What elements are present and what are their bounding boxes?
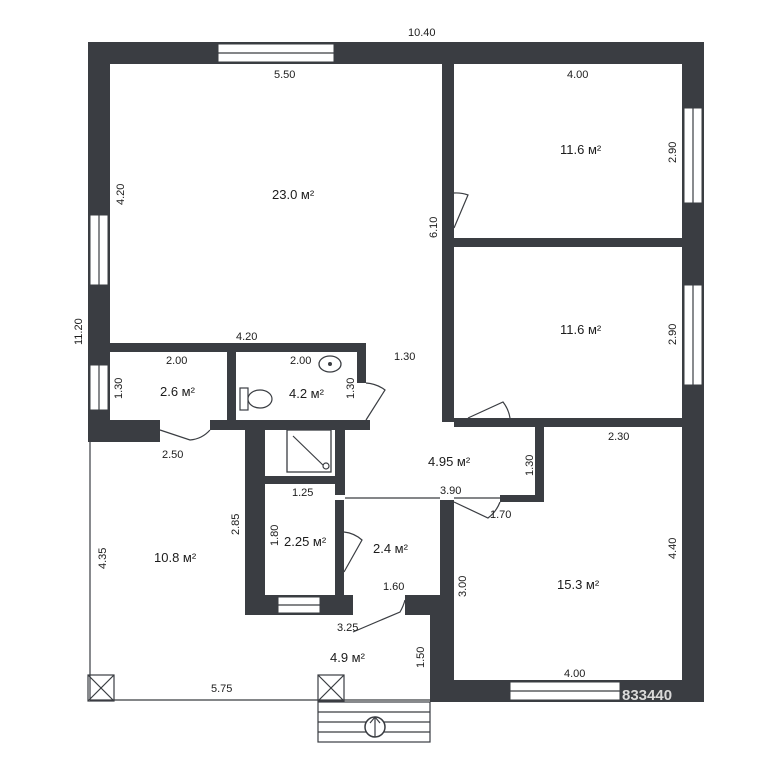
door-pantry bbox=[159, 429, 211, 441]
watermark: 833440 bbox=[622, 687, 672, 704]
dim-small-room-width: 2.00 bbox=[166, 355, 187, 367]
wall-living-right bbox=[442, 64, 454, 422]
shower-icon bbox=[286, 429, 332, 473]
dim-shower-block-width: 1.25 bbox=[292, 487, 313, 499]
wall-pantry-bath bbox=[227, 352, 236, 422]
dim-stair-room-height: 2.85 bbox=[230, 514, 242, 535]
dim-storage-height: 1.80 bbox=[269, 525, 281, 546]
dim-top-left-room: 5.50 bbox=[274, 69, 295, 81]
dim-hall-height: 1.30 bbox=[394, 351, 415, 363]
door-bedroom2 bbox=[467, 401, 511, 419]
wall-hall-right bbox=[535, 425, 544, 500]
dim-right-bottom-door: 1.70 bbox=[490, 509, 511, 521]
wall-bedrooms bbox=[454, 238, 682, 247]
area-entrance: 4.9 м² bbox=[330, 650, 366, 665]
dimension-labels: 10.40 5.50 4.00 4.20 11.20 6.10 2.90 2.9… bbox=[73, 27, 679, 695]
thin-lines bbox=[87, 442, 535, 743]
area-pantry: 2.6 м² bbox=[160, 384, 196, 399]
door-bathroom bbox=[365, 382, 386, 421]
room-areas: 23.0 м² 11.6 м² 11.6 м² 2.6 м² 4.2 м² 4.… bbox=[154, 142, 602, 665]
dim-wc-width: 1.60 bbox=[383, 581, 404, 593]
dim-entrance-width: 3.25 bbox=[337, 622, 358, 634]
area-bathroom: 4.2 м² bbox=[289, 386, 325, 401]
dim-bath-width: 2.00 bbox=[290, 355, 311, 367]
wall-bedroom3-top bbox=[454, 418, 682, 427]
dim-entrance-height: 1.50 bbox=[415, 647, 427, 668]
wall-under-pantry bbox=[88, 420, 160, 442]
fixtures bbox=[239, 355, 342, 473]
walls bbox=[88, 42, 704, 702]
area-wc: 2.4 м² bbox=[373, 541, 409, 556]
column-left bbox=[87, 674, 115, 702]
wall-shower-bottom bbox=[265, 476, 345, 484]
wall-shower-left bbox=[245, 420, 265, 600]
wall-storage-wc bbox=[335, 500, 344, 595]
dim-left-overall: 11.20 bbox=[73, 318, 85, 345]
door-entrance bbox=[352, 599, 406, 633]
dim-top-overall: 10.40 bbox=[408, 27, 436, 39]
dim-left-upper: 4.20 bbox=[115, 184, 127, 205]
door-wc bbox=[343, 531, 363, 573]
dim-right-mid-room: 2.90 bbox=[667, 324, 679, 345]
wall-bath-right bbox=[357, 343, 366, 383]
area-hall: 4.95 м² bbox=[428, 454, 471, 469]
area-bedroom-2: 11.6 м² bbox=[560, 322, 602, 337]
area-storage: 2.25 м² bbox=[284, 534, 327, 549]
dim-right-bottom-bottom: 4.00 bbox=[564, 668, 585, 680]
dim-bath-height: 1.30 bbox=[345, 378, 357, 399]
dim-terrace-height: 4.35 bbox=[97, 548, 109, 569]
toilet-icon bbox=[239, 387, 273, 411]
doors bbox=[159, 192, 511, 633]
column-right bbox=[317, 674, 345, 702]
wall-shower-right bbox=[335, 425, 345, 495]
area-bedroom-1: 11.6 м² bbox=[560, 142, 602, 157]
dim-right-bottom-top: 2.30 bbox=[608, 431, 629, 443]
area-terrace: 10.8 м² bbox=[154, 550, 197, 565]
door-bedroom1 bbox=[453, 192, 469, 229]
wall-living-bottom bbox=[110, 343, 366, 352]
area-bedroom-3: 15.3 м² bbox=[557, 577, 600, 592]
door-bedroom3 bbox=[453, 501, 501, 519]
dim-small-room-height: 1.30 bbox=[113, 378, 125, 399]
wall-under-bath bbox=[210, 420, 370, 430]
dim-right-bottom-height: 4.40 bbox=[667, 538, 679, 559]
dim-right-top-room: 2.90 bbox=[667, 142, 679, 163]
dim-hall-width: 3.90 bbox=[440, 485, 461, 497]
dim-left-door-width: 2.50 bbox=[162, 449, 183, 461]
dim-corridor-vertical: 6.10 bbox=[428, 217, 440, 238]
dim-right-bottom-wall: 3.00 bbox=[457, 576, 469, 597]
dim-living-bottom: 4.20 bbox=[236, 331, 257, 343]
dim-hall-small-height: 1.30 bbox=[524, 455, 536, 476]
area-living: 23.0 м² bbox=[272, 187, 315, 202]
wall-top bbox=[88, 42, 704, 64]
dim-terrace-width: 5.75 bbox=[211, 683, 232, 695]
windows bbox=[89, 43, 703, 701]
dim-top-right-room: 4.00 bbox=[567, 69, 588, 81]
